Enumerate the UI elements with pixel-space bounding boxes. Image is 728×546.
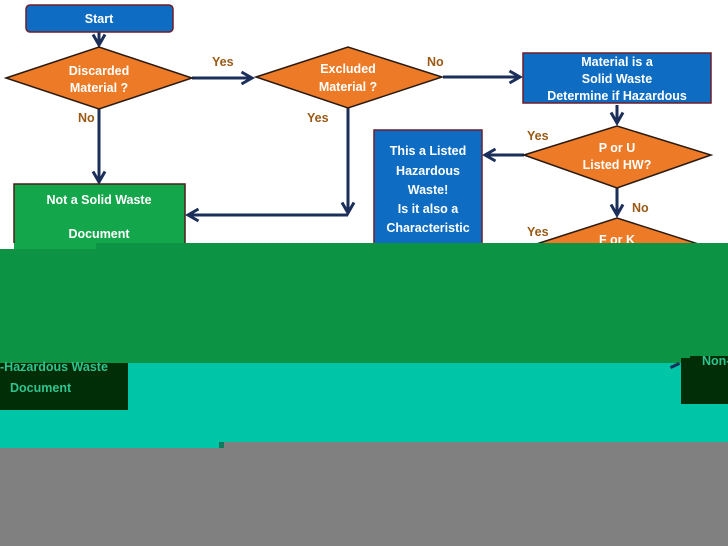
svg-text:Solid Waste: Solid Waste xyxy=(582,72,652,86)
label-p-or-u-no: No xyxy=(632,201,649,215)
svg-text:Is it also a: Is it also a xyxy=(398,202,459,216)
svg-text:Listed HW?: Listed HW? xyxy=(583,158,652,172)
svg-text:P or U: P or U xyxy=(599,141,636,155)
svg-text:Waste!: Waste! xyxy=(408,183,449,197)
label-excluded-no: No xyxy=(427,55,444,69)
start-node: Start xyxy=(25,4,174,33)
not-solid-waste-terminal: Not a Solid Waste Document xyxy=(13,183,186,255)
label-excluded-yes: Yes xyxy=(307,111,329,125)
svg-text:Material ?: Material ? xyxy=(319,80,377,94)
svg-text:Material is a: Material is a xyxy=(581,55,654,69)
label-p-or-u-yes: Yes xyxy=(527,129,549,143)
overlay-dark-box-right-step xyxy=(690,356,728,360)
label-discarded-yes: Yes xyxy=(212,55,234,69)
excluded-decision: Excluded Material ? xyxy=(253,46,445,109)
connectors xyxy=(91,32,625,223)
discarded-decision: Discarded Material ? xyxy=(3,46,195,110)
overlay-green-band xyxy=(0,243,728,363)
solid-waste-process: Material is a Solid Waste Determine if H… xyxy=(522,52,712,104)
overlay-dark-box-right xyxy=(681,358,728,404)
overlay-left-line1: -Hazardous Waste xyxy=(0,360,108,374)
label-discarded-no: No xyxy=(78,111,95,125)
svg-text:Characteristic: Characteristic xyxy=(386,221,469,235)
overlay-gray-step xyxy=(0,442,220,448)
svg-text:This a Listed: This a Listed xyxy=(390,144,466,158)
svg-text:Document: Document xyxy=(68,227,130,241)
p-or-u-decision: P or U Listed HW? xyxy=(521,125,714,189)
start-label: Start xyxy=(85,12,114,26)
svg-text:Hazardous: Hazardous xyxy=(396,164,460,178)
overlay-gray-step-right xyxy=(224,442,728,446)
svg-text:Material ?: Material ? xyxy=(70,81,128,95)
overlay-small-square xyxy=(219,442,224,448)
svg-text:Discarded: Discarded xyxy=(69,64,129,78)
overlay-gray-band xyxy=(0,446,728,546)
listed-hw-process: This a Listed Hazardous Waste! Is it als… xyxy=(373,129,483,261)
label-f-or-k-yes: Yes xyxy=(527,225,549,239)
overlay-right-text: Non- xyxy=(702,354,728,368)
svg-text:Not a Solid Waste: Not a Solid Waste xyxy=(46,193,151,207)
svg-text:Excluded: Excluded xyxy=(320,62,376,76)
overlay-green-band-notch-left xyxy=(14,243,96,249)
svg-text:Determine if Hazardous: Determine if Hazardous xyxy=(547,89,687,103)
overlay-left-line2: Document xyxy=(10,381,72,395)
overlay-dark-box-left xyxy=(0,363,128,410)
